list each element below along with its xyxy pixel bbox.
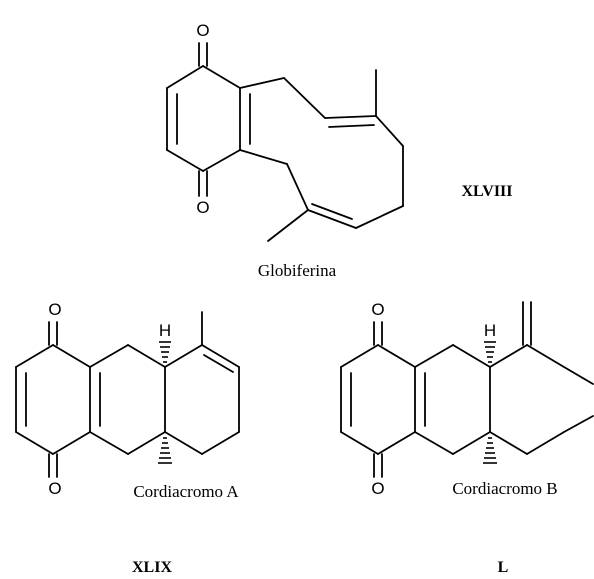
structure-cordiacromo-a: O O H: [15, 300, 240, 576]
quinone-ring-cordiacromo-a: [15, 344, 101, 455]
carbonyl-top-cordiacromo-b: O: [371, 300, 385, 346]
hashed-bond-h-cordiacromo-b: H: [484, 321, 496, 363]
compound-numeral-xlviii: XLVIII: [462, 183, 513, 200]
quinone-ring-globiferina: [166, 65, 251, 172]
compound-numeral-xlix: XLIX: [132, 559, 172, 576]
hydrogen-atom: H: [484, 321, 496, 340]
structure-cordiacromo-b: O O H: [340, 300, 594, 576]
oxygen-atom: O: [48, 300, 61, 319]
middle-ring-cordiacromo-a: [89, 344, 166, 455]
carbonyl-top-cordiacromo-a: O: [48, 300, 62, 346]
oxygen-atom: O: [196, 198, 209, 217]
carbonyl-bottom-cordiacromo-a: O: [48, 453, 62, 498]
structure-globiferina: O O Globiferina XLVIII: [166, 21, 513, 280]
compound-numeral-l: L: [498, 559, 509, 576]
carbonyl-top-globiferina: O: [196, 21, 210, 67]
cyclohexane-ring-cordiacromo-b: [489, 301, 594, 455]
hashed-bond-methyl-cordiacromo-a: [158, 437, 172, 464]
cyclohexene-ring-cordiacromo-a: [164, 311, 240, 455]
hashed-bond-methyl-cordiacromo-b: [483, 437, 497, 464]
oxygen-atom: O: [371, 479, 384, 498]
compound-name-cordiacromo-b: Cordiacromo B: [452, 479, 557, 498]
carbonyl-bottom-globiferina: O: [196, 170, 210, 217]
compound-name-globiferina: Globiferina: [258, 261, 337, 280]
macrocycle-globiferina: [239, 69, 404, 242]
oxygen-atom: O: [48, 479, 61, 498]
compound-name-cordiacromo-a: Cordiacromo A: [133, 482, 239, 501]
hashed-bond-h-cordiacromo-a: H: [159, 321, 171, 363]
oxygen-atom: O: [196, 21, 209, 40]
middle-ring-cordiacromo-b: [414, 344, 491, 455]
oxygen-atom: O: [371, 300, 384, 319]
carbonyl-bottom-cordiacromo-b: O: [371, 453, 385, 498]
hydrogen-atom: H: [159, 321, 171, 340]
quinone-ring-cordiacromo-b: [340, 344, 426, 455]
